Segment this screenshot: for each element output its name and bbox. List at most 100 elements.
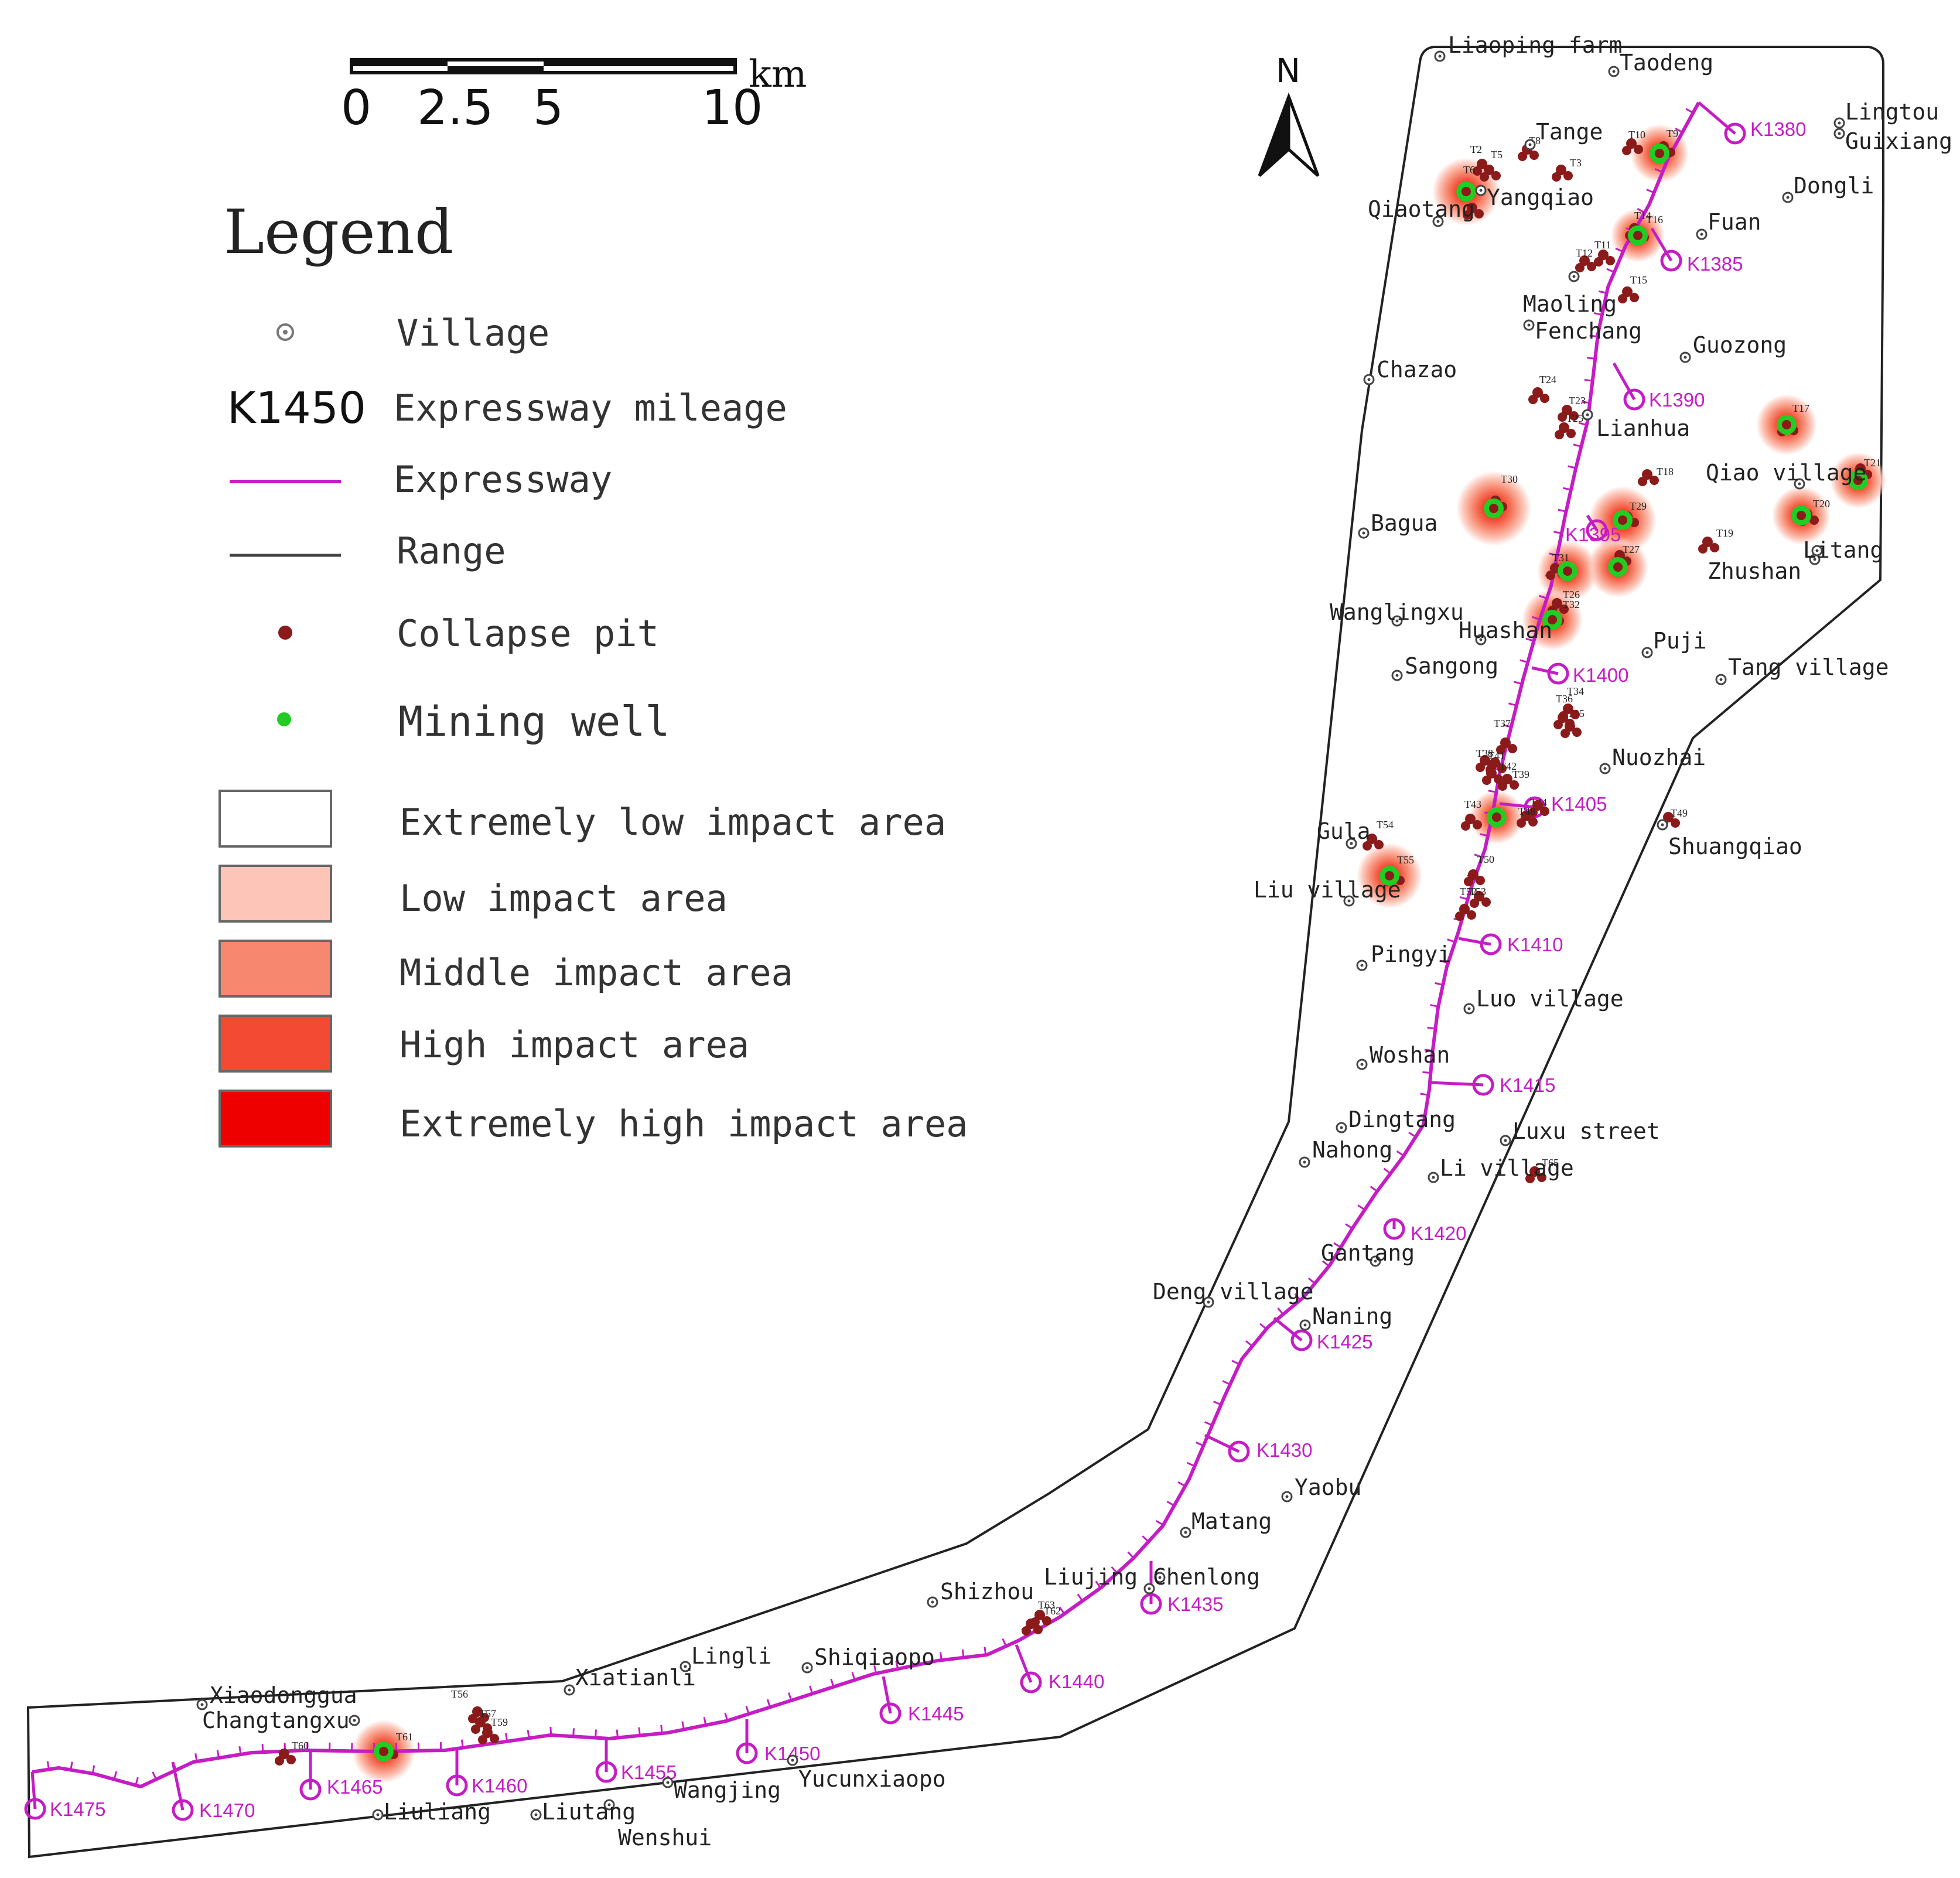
collapse-pit-label: T60 bbox=[292, 1740, 309, 1751]
expressway-tick bbox=[1637, 207, 1645, 214]
scale-bar: 0 2.5 5 10 km bbox=[341, 53, 807, 136]
village-label: Lingtou bbox=[1845, 99, 1939, 125]
collapse-pit-icon bbox=[1558, 412, 1567, 422]
mileage-label: K1395 bbox=[1565, 524, 1621, 545]
collapse-pit-label: T62 bbox=[1044, 1605, 1061, 1617]
collapse-pit-icon bbox=[1494, 774, 1503, 784]
collapse-pit-icon bbox=[1467, 203, 1477, 213]
village-icon-dot bbox=[1340, 1126, 1343, 1129]
expressway-tick bbox=[1508, 702, 1517, 706]
expressway-tick bbox=[1503, 724, 1512, 728]
village-icon-dot bbox=[1798, 482, 1801, 486]
village-label: Shiqiaopo bbox=[814, 1644, 935, 1670]
village-icon-dot bbox=[805, 1666, 809, 1669]
expressway-tick bbox=[1525, 637, 1534, 642]
village-label: Liujing bbox=[1044, 1564, 1138, 1590]
expressway-tick bbox=[1408, 1131, 1416, 1138]
expressway-tick bbox=[809, 1685, 814, 1694]
expressway-tick bbox=[1427, 1026, 1436, 1030]
expressway-tick bbox=[830, 1678, 835, 1688]
collapse-pit-icon bbox=[1579, 255, 1590, 266]
expressway-tick bbox=[505, 1733, 508, 1742]
legend-impact-swatch-extremely-high bbox=[218, 1090, 332, 1148]
expressway-tick bbox=[1277, 1307, 1284, 1315]
mileage-label: K1410 bbox=[1507, 934, 1563, 955]
collapse-pit-label: T59 bbox=[491, 1716, 508, 1728]
collapse-pit-icon bbox=[1587, 262, 1596, 271]
collapse-pit-icon bbox=[1634, 145, 1643, 154]
mileage-marker-icon bbox=[1020, 1671, 1042, 1693]
mileage-marker-icon bbox=[172, 1799, 194, 1821]
village-label: Liu village bbox=[1254, 877, 1401, 903]
village-label: Wangjing bbox=[674, 1777, 781, 1803]
mileage-label: K1415 bbox=[1500, 1074, 1555, 1096]
expressway-tick bbox=[70, 1761, 73, 1770]
collapse-pit-icon bbox=[1022, 1626, 1031, 1635]
mileage-spur bbox=[1015, 1644, 1033, 1683]
mileage-marker-icon bbox=[1290, 1329, 1313, 1351]
legend-impact-swatch-low bbox=[218, 865, 332, 923]
collapse-pit-icon bbox=[1465, 814, 1476, 824]
collapse-pit-icon bbox=[275, 1756, 284, 1766]
collapse-pit-icon bbox=[279, 1749, 289, 1759]
collapse-pit-label: T12 bbox=[1576, 247, 1593, 259]
collapse-pit-icon bbox=[1496, 745, 1505, 754]
collapse-pit-icon bbox=[1559, 605, 1569, 614]
village-icon-dot bbox=[1367, 378, 1371, 381]
village-label: Wanglingxu bbox=[1330, 599, 1464, 625]
expressway-tick bbox=[1166, 1501, 1175, 1507]
collapse-pit-icon bbox=[1606, 256, 1615, 265]
village-icon-dot bbox=[1838, 121, 1841, 125]
village-label: Liaoping farm bbox=[1448, 32, 1622, 58]
collapse-pit-icon bbox=[482, 1727, 493, 1738]
expressway-tick bbox=[238, 1746, 242, 1755]
collapse-pit-icon bbox=[1565, 721, 1575, 732]
legend-mining-well-icon bbox=[277, 712, 291, 726]
expressway-tick bbox=[1532, 616, 1541, 620]
expressway-tick bbox=[1002, 1638, 1007, 1647]
village-label: Liutang bbox=[542, 1799, 636, 1825]
mileage-label: K1390 bbox=[1649, 389, 1705, 411]
village-icon-dot bbox=[1719, 678, 1723, 681]
scale-label-10: 10 bbox=[702, 80, 763, 136]
collapse-pit-icon bbox=[1540, 394, 1549, 403]
collapse-pit-icon bbox=[1480, 755, 1490, 766]
collapse-pit-icon bbox=[1476, 763, 1485, 772]
expressway-tick bbox=[1654, 168, 1663, 173]
mileage-label: K1380 bbox=[1750, 118, 1806, 140]
collapse-pit-icon bbox=[1042, 1616, 1051, 1626]
collapse-pit-label: T55 bbox=[1397, 854, 1414, 866]
collapse-pit-icon bbox=[1463, 210, 1472, 220]
collapse-pit-icon bbox=[1809, 515, 1819, 525]
village-icon-dot bbox=[1360, 964, 1364, 967]
collapse-pit-label: T41 bbox=[1488, 750, 1505, 762]
expressway-tick bbox=[984, 1647, 987, 1655]
expressway-tick bbox=[1593, 312, 1603, 316]
collapse-pit-label: T54 bbox=[1377, 819, 1394, 831]
village-icon-dot bbox=[1148, 1587, 1151, 1590]
collapse-pit-icon bbox=[1572, 728, 1582, 737]
village-label: Yucunxiaopo bbox=[798, 1766, 946, 1792]
expressway-tick bbox=[1370, 1186, 1378, 1192]
mileage-spur bbox=[1458, 937, 1491, 946]
village-label: Tange bbox=[1536, 119, 1603, 145]
mileage-label: K1440 bbox=[1049, 1671, 1104, 1692]
collapse-pit-icon bbox=[1508, 744, 1517, 753]
legend-label-middle: Middle impact area bbox=[399, 951, 793, 994]
expressway-tick bbox=[1606, 268, 1615, 273]
scale-unit: km bbox=[749, 53, 807, 96]
expressway-tick bbox=[91, 1765, 95, 1774]
expressway-tick bbox=[1156, 1520, 1164, 1526]
expressway-tick bbox=[788, 1692, 793, 1701]
village-icon-dot bbox=[1436, 220, 1440, 223]
village-label: Liuliang bbox=[384, 1799, 491, 1825]
mileage-marker-icon bbox=[1228, 1440, 1250, 1463]
legend-label-village: Village bbox=[397, 312, 549, 354]
collapse-pit-icon bbox=[1477, 159, 1487, 169]
mileage-marker-icon bbox=[736, 1742, 758, 1764]
collapse-pit-label: T53 bbox=[1469, 886, 1486, 897]
collapse-pit-icon bbox=[1559, 422, 1569, 433]
collapse-pit-label: T14 bbox=[1634, 210, 1651, 221]
